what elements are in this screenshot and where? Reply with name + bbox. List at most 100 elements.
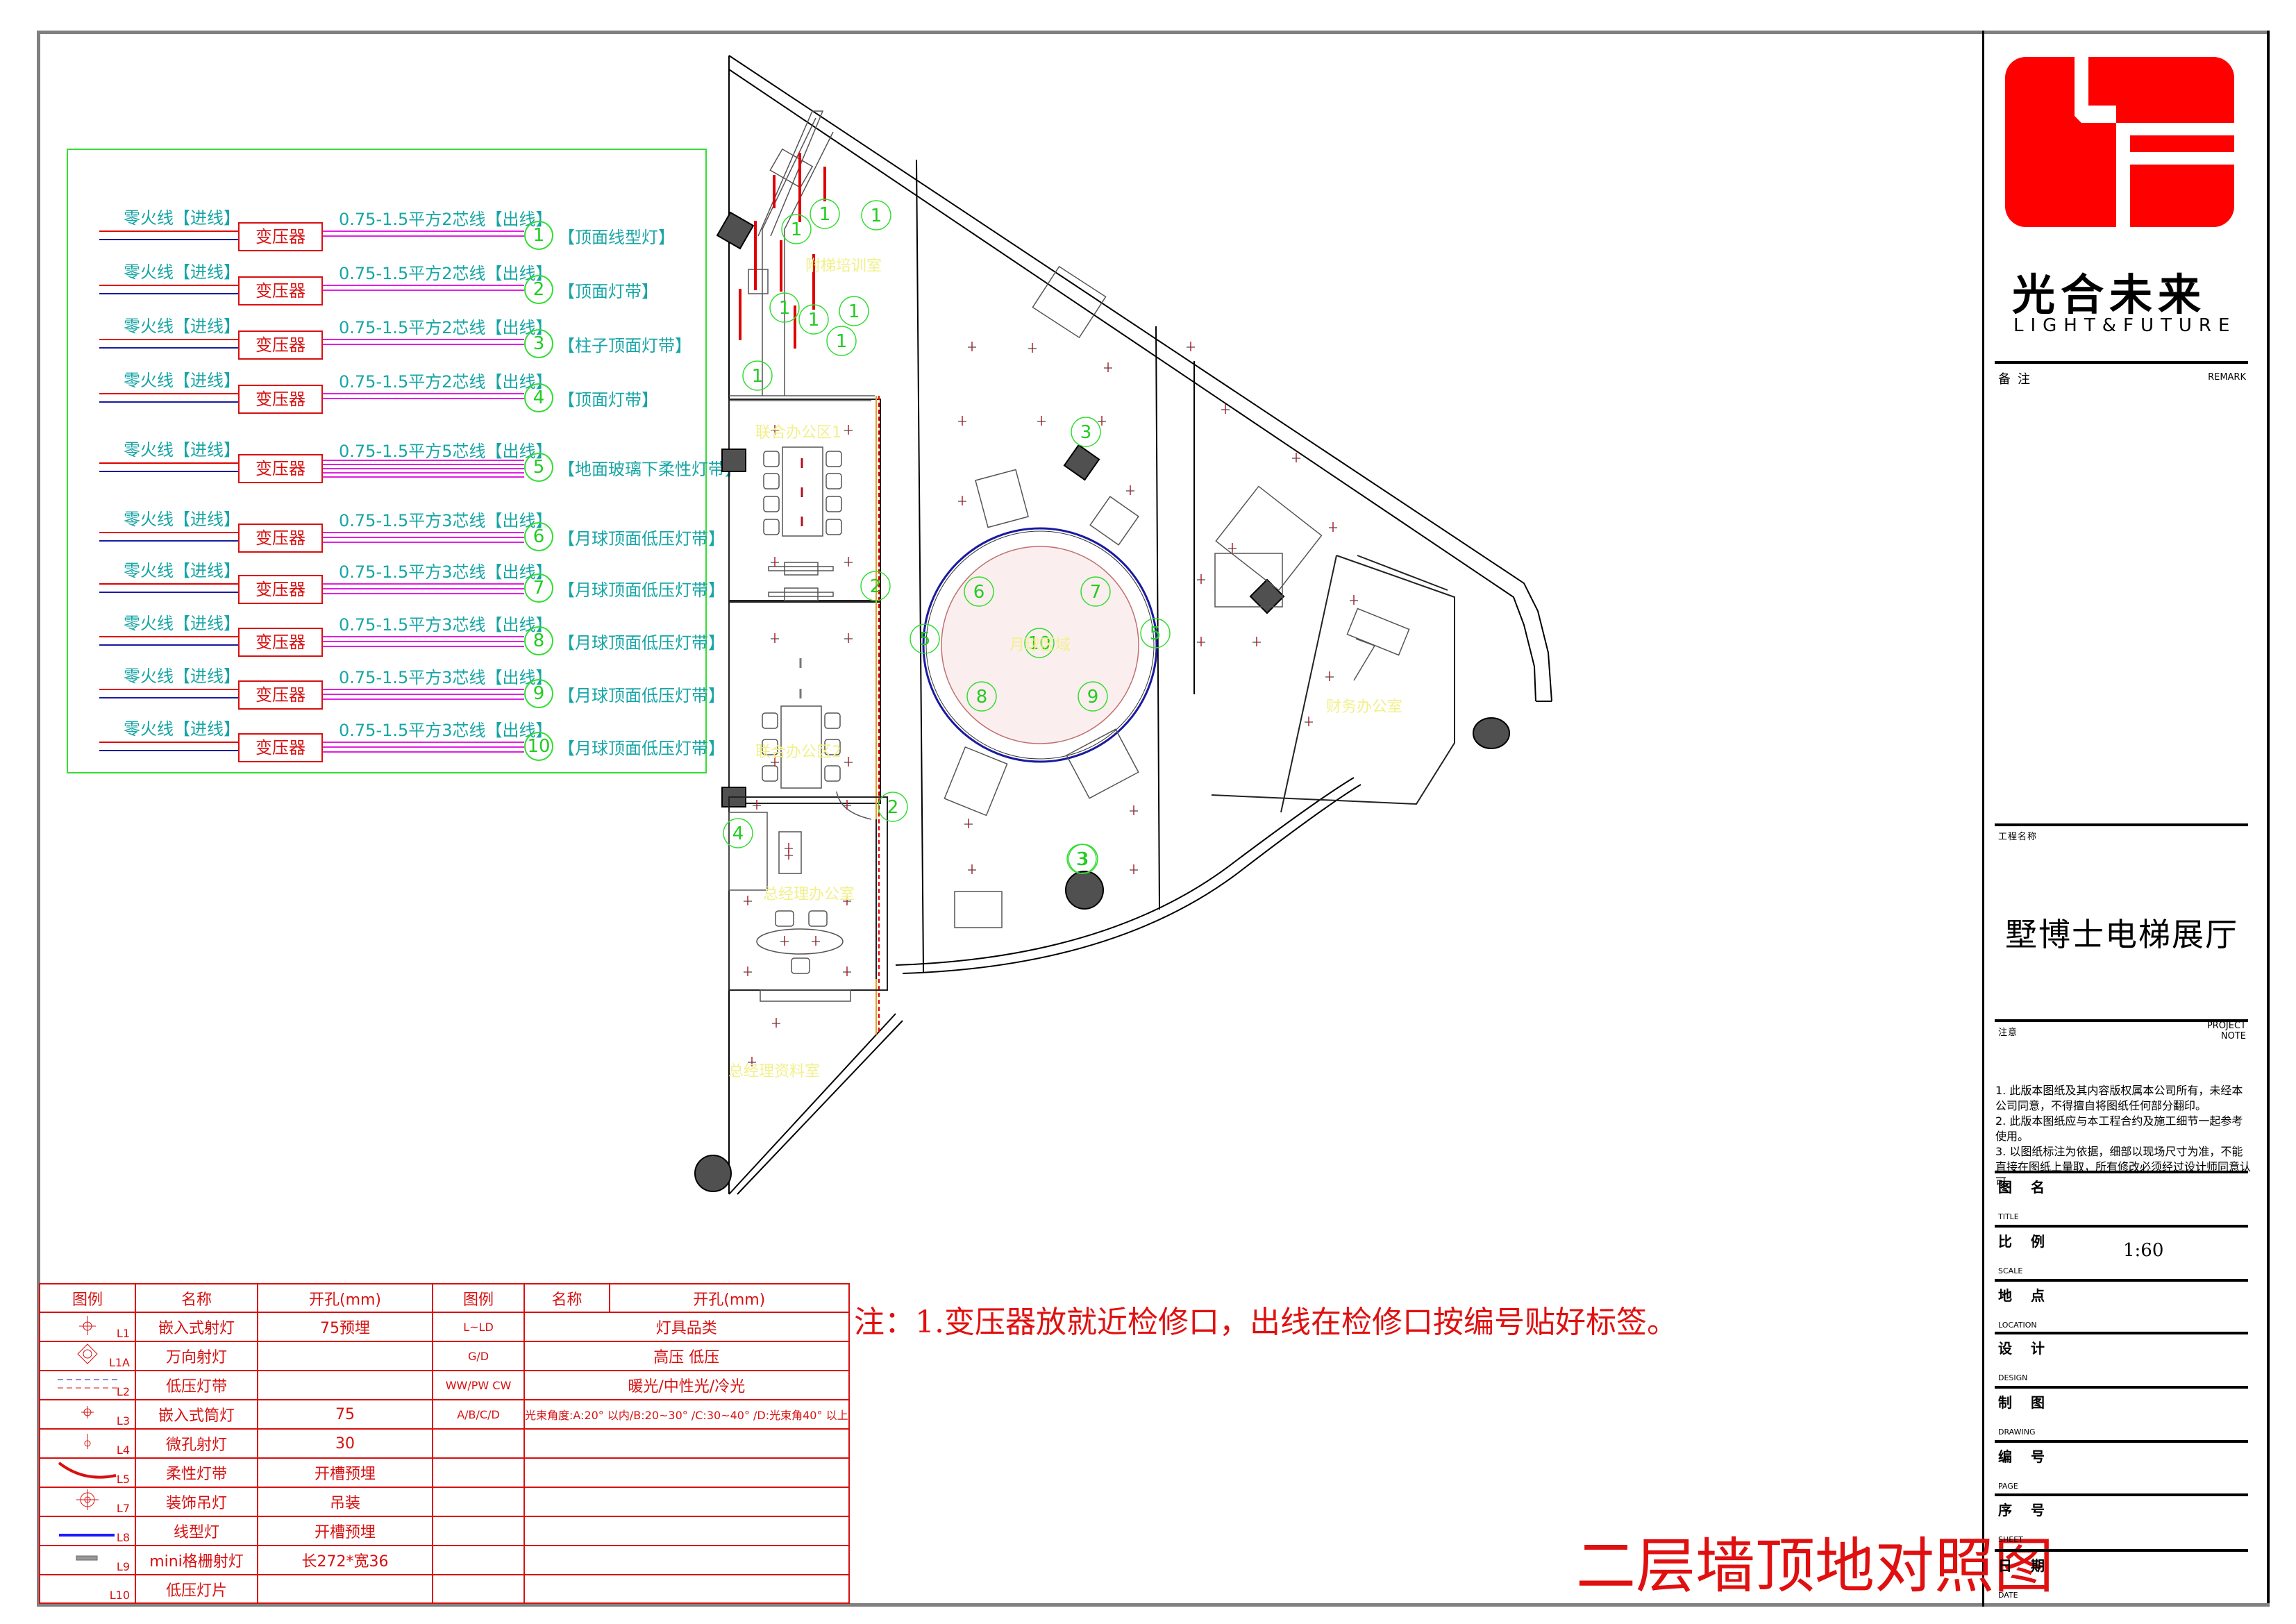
- recessed-downlight-icon: [81, 1406, 94, 1418]
- sheet-title: 二层墙顶地对照图: [1576, 1532, 2054, 1601]
- circuit-number: 3: [524, 329, 553, 358]
- legend-name-right: [523, 1516, 850, 1546]
- grille-spotlight-icon: [76, 1555, 98, 1561]
- svg-text:4: 4: [732, 823, 744, 844]
- bottom-diag-outer: [728, 1013, 896, 1195]
- circuit-tag: 3: [1066, 844, 1097, 874]
- circuit-description: 【顶面灯带】: [558, 282, 658, 301]
- notes-label: 注意: [1998, 1028, 2018, 1038]
- legend-code-right: [432, 1574, 525, 1604]
- room-label: 月球区域: [1009, 637, 1071, 654]
- field-label-en: TITLE: [1998, 1212, 2019, 1221]
- legend-symbol: L7: [39, 1487, 136, 1517]
- legend-name: 嵌入式射灯: [135, 1312, 258, 1342]
- circuit-number: 5: [524, 453, 553, 482]
- flexible-strip-icon: [58, 1462, 117, 1479]
- neutral-wire: [99, 471, 238, 472]
- downlight-markers: [744, 342, 1358, 1066]
- legend-code-right: L~LD: [432, 1312, 525, 1342]
- recessed-spotlight-icon: [771, 757, 779, 767]
- column: [716, 211, 755, 250]
- output-wire: [323, 593, 524, 594]
- output-wire-label: 0.75-1.5平方3芯线【出线】: [339, 562, 553, 582]
- legend-header: 图例: [432, 1283, 525, 1313]
- legend-name-right: [523, 1574, 850, 1604]
- legend-code: L1A: [108, 1356, 130, 1369]
- room-label: 财务办公室: [1326, 698, 1402, 716]
- legend-hole-size: [257, 1370, 433, 1400]
- recessed-spotlight-icon: [843, 896, 851, 905]
- circuit-number: 6: [524, 522, 553, 551]
- output-wire: [323, 476, 524, 478]
- legend-name-right: 高压 低压: [523, 1341, 850, 1371]
- svg-text:1: 1: [752, 366, 764, 387]
- output-wire-label: 0.75-1.5平方2芯线【出线】: [339, 210, 553, 229]
- room-label: 总经理办公室: [763, 886, 855, 903]
- recessed-spotlight-icon: [1221, 404, 1230, 414]
- recessed-spotlight-icon: [844, 757, 853, 767]
- adjustable-spotlight-icon: [77, 1343, 98, 1364]
- svg-text:3: 3: [1080, 422, 1092, 443]
- recessed-spotlight-icon: [844, 633, 853, 643]
- legend-header: 开孔(mm): [257, 1283, 433, 1313]
- recessed-spotlight-icon: [785, 850, 793, 860]
- recessed-spotlight-icon: [1325, 671, 1334, 681]
- chairs: [762, 451, 842, 782]
- legend-code-right: WW/PW CW: [432, 1370, 525, 1400]
- field-value: 1:60: [2123, 1240, 2164, 1261]
- circuit-tag: 5: [1140, 618, 1171, 648]
- legend-hole-size: 开槽预埋: [257, 1457, 433, 1488]
- recessed-spotlight-icon: [968, 864, 976, 874]
- recessed-spotlight-icon: [744, 896, 752, 905]
- recessed-spotlight-icon: [1228, 543, 1237, 553]
- field-label-en: DESIGN: [1998, 1373, 2028, 1382]
- transformer-box: 变压器: [238, 733, 323, 762]
- input-wire-label: 零火线【进线】: [124, 371, 240, 390]
- linear-lamp-icon: [59, 1534, 115, 1537]
- legend-header: 名称: [135, 1283, 258, 1313]
- legend-name: 低压灯带: [135, 1370, 258, 1400]
- transformer-box: 变压器: [238, 454, 323, 483]
- live-wire: [99, 285, 238, 286]
- legend-symbol: L10: [39, 1574, 136, 1604]
- live-wire: [99, 583, 238, 585]
- output-wire: [323, 698, 524, 700]
- low-voltage-strip-icon: [58, 1379, 117, 1389]
- company-logo-icon: [2005, 57, 2234, 227]
- circuit-tag: 6: [964, 576, 994, 607]
- legend-hole-size: [257, 1341, 433, 1371]
- rule: [1995, 1440, 2248, 1443]
- neutral-wire: [99, 347, 238, 349]
- recessed-spotlight-icon: [1130, 864, 1138, 874]
- legend-symbol: L1: [39, 1312, 136, 1342]
- logo-english-name: LIGHT&FUTURE: [2013, 315, 2237, 336]
- recessed-spotlight-icon: [772, 1018, 780, 1028]
- svg-text:7: 7: [1090, 582, 1102, 603]
- legend-name: 低压灯片: [135, 1574, 258, 1604]
- circuit-number: 8: [524, 626, 553, 655]
- moon-area: [922, 527, 1158, 763]
- legend-code: L5: [116, 1473, 130, 1486]
- recessed-spotlight-icon: [1305, 717, 1313, 726]
- circuit-tag: 10: [1024, 628, 1055, 658]
- output-wire: [323, 398, 524, 399]
- legend-symbol: L8: [39, 1516, 136, 1546]
- column: [694, 1155, 732, 1192]
- recessed-spotlight-icon: [958, 496, 966, 505]
- circuit-description: 【顶面灯带】: [558, 390, 658, 410]
- legend-name-right: [523, 1428, 850, 1459]
- legend-code-right: [432, 1428, 525, 1459]
- live-wire: [99, 532, 238, 533]
- live-wire: [99, 339, 238, 340]
- rule: [1995, 1549, 2248, 1552]
- legend-code: L1: [116, 1327, 130, 1340]
- circuit-tag: 7: [1080, 576, 1111, 607]
- circuit-tag: 1: [810, 199, 840, 229]
- transformer-box: 变压器: [238, 575, 323, 604]
- recessed-spotlight-icon: [958, 416, 966, 426]
- circuit-description: 【柱子顶面灯带】: [558, 336, 692, 355]
